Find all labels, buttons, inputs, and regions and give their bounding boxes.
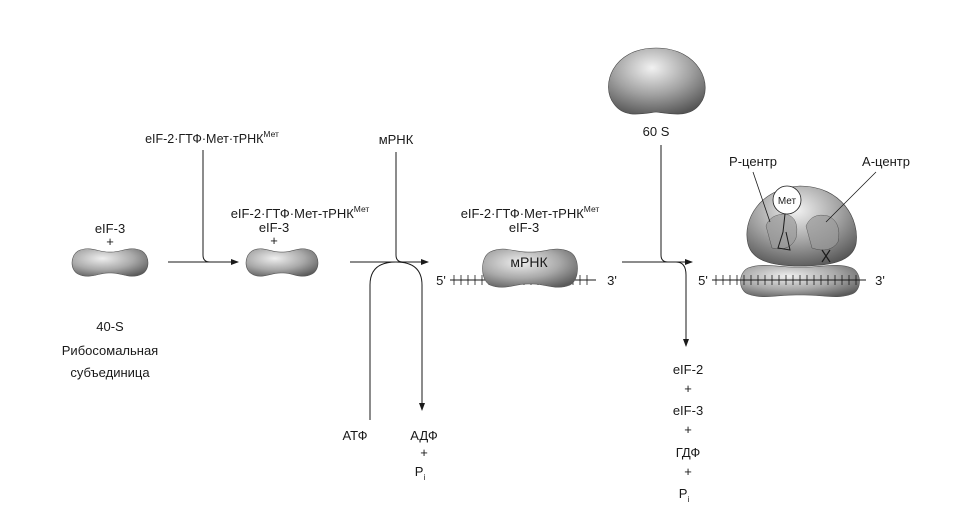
release-plus-1: + [684, 381, 692, 396]
initiator-trna-icon [777, 213, 791, 251]
adp-label: АДФ [410, 428, 438, 443]
factor-eif3-step1: eIF-3 [95, 221, 125, 236]
met-label: Мет [778, 196, 797, 207]
ternary-complex-step3: eIF-2·ГТФ·Мет-тРНКМет [461, 204, 600, 221]
ternary-complex-step2: eIF-2·ГТФ·Мет-тРНКМет [231, 204, 370, 221]
ternary-complex-incoming: eIF-2·ГТФ·Мет·тРНКМет [145, 129, 279, 146]
a-site-label: А-центр [862, 154, 910, 169]
codon-anticodon-icon [821, 249, 831, 263]
mrna-codon-ticks-80s [715, 275, 857, 285]
plus-step1: + [106, 234, 114, 249]
arrow-release [675, 261, 689, 347]
release-eif3: eIF-3 [673, 403, 703, 418]
release-gdp: ГДФ [676, 445, 701, 460]
factor-eif3-step2: eIF-3 [259, 220, 289, 235]
subunit-60s-label: 60 S [643, 124, 670, 139]
release-plus-2: + [684, 422, 692, 437]
subunit-40s-name: 40-S [96, 319, 124, 334]
five-prime-80s: 5' [698, 273, 708, 288]
plus-adp: + [420, 445, 428, 460]
subunit-40s-caption-1: Рибосомальная [62, 343, 158, 358]
release-eif2: eIF-2 [673, 362, 703, 377]
phosphate-1: Pi [415, 464, 426, 482]
subunit-40s-shape [71, 248, 149, 277]
phosphate-2: Pi [679, 486, 690, 504]
p-site-label: Р-центр [729, 154, 777, 169]
plus-step2: + [270, 233, 278, 248]
three-prime-80s: 3' [875, 273, 885, 288]
a-site-pointer [825, 171, 877, 223]
arrow-60s-in [660, 145, 693, 265]
subunit-60s-shape [608, 47, 706, 115]
atp-label: АТФ [342, 428, 367, 443]
arrow-mrna-in [395, 152, 429, 265]
five-prime-step3: 5' [436, 273, 446, 288]
large-subunit-80s [746, 185, 857, 267]
mrna-incoming-label: мРНК [379, 132, 414, 147]
met-circle [772, 185, 802, 215]
p-site-pocket [765, 213, 798, 250]
a-site-pocket [805, 214, 840, 251]
p-site-pointer [752, 171, 771, 223]
mrna-label-on-subunit: мРНК [510, 254, 548, 270]
factor-eif3-step3: eIF-3 [509, 220, 539, 235]
release-plus-3: + [684, 464, 692, 479]
three-prime-step3: 3' [607, 273, 617, 288]
energy-loop [369, 261, 425, 420]
subunit-48s-shape [482, 248, 578, 288]
subunit-40s-caption-2: субъединица [70, 365, 150, 380]
subunit-43s-shape [245, 248, 319, 277]
